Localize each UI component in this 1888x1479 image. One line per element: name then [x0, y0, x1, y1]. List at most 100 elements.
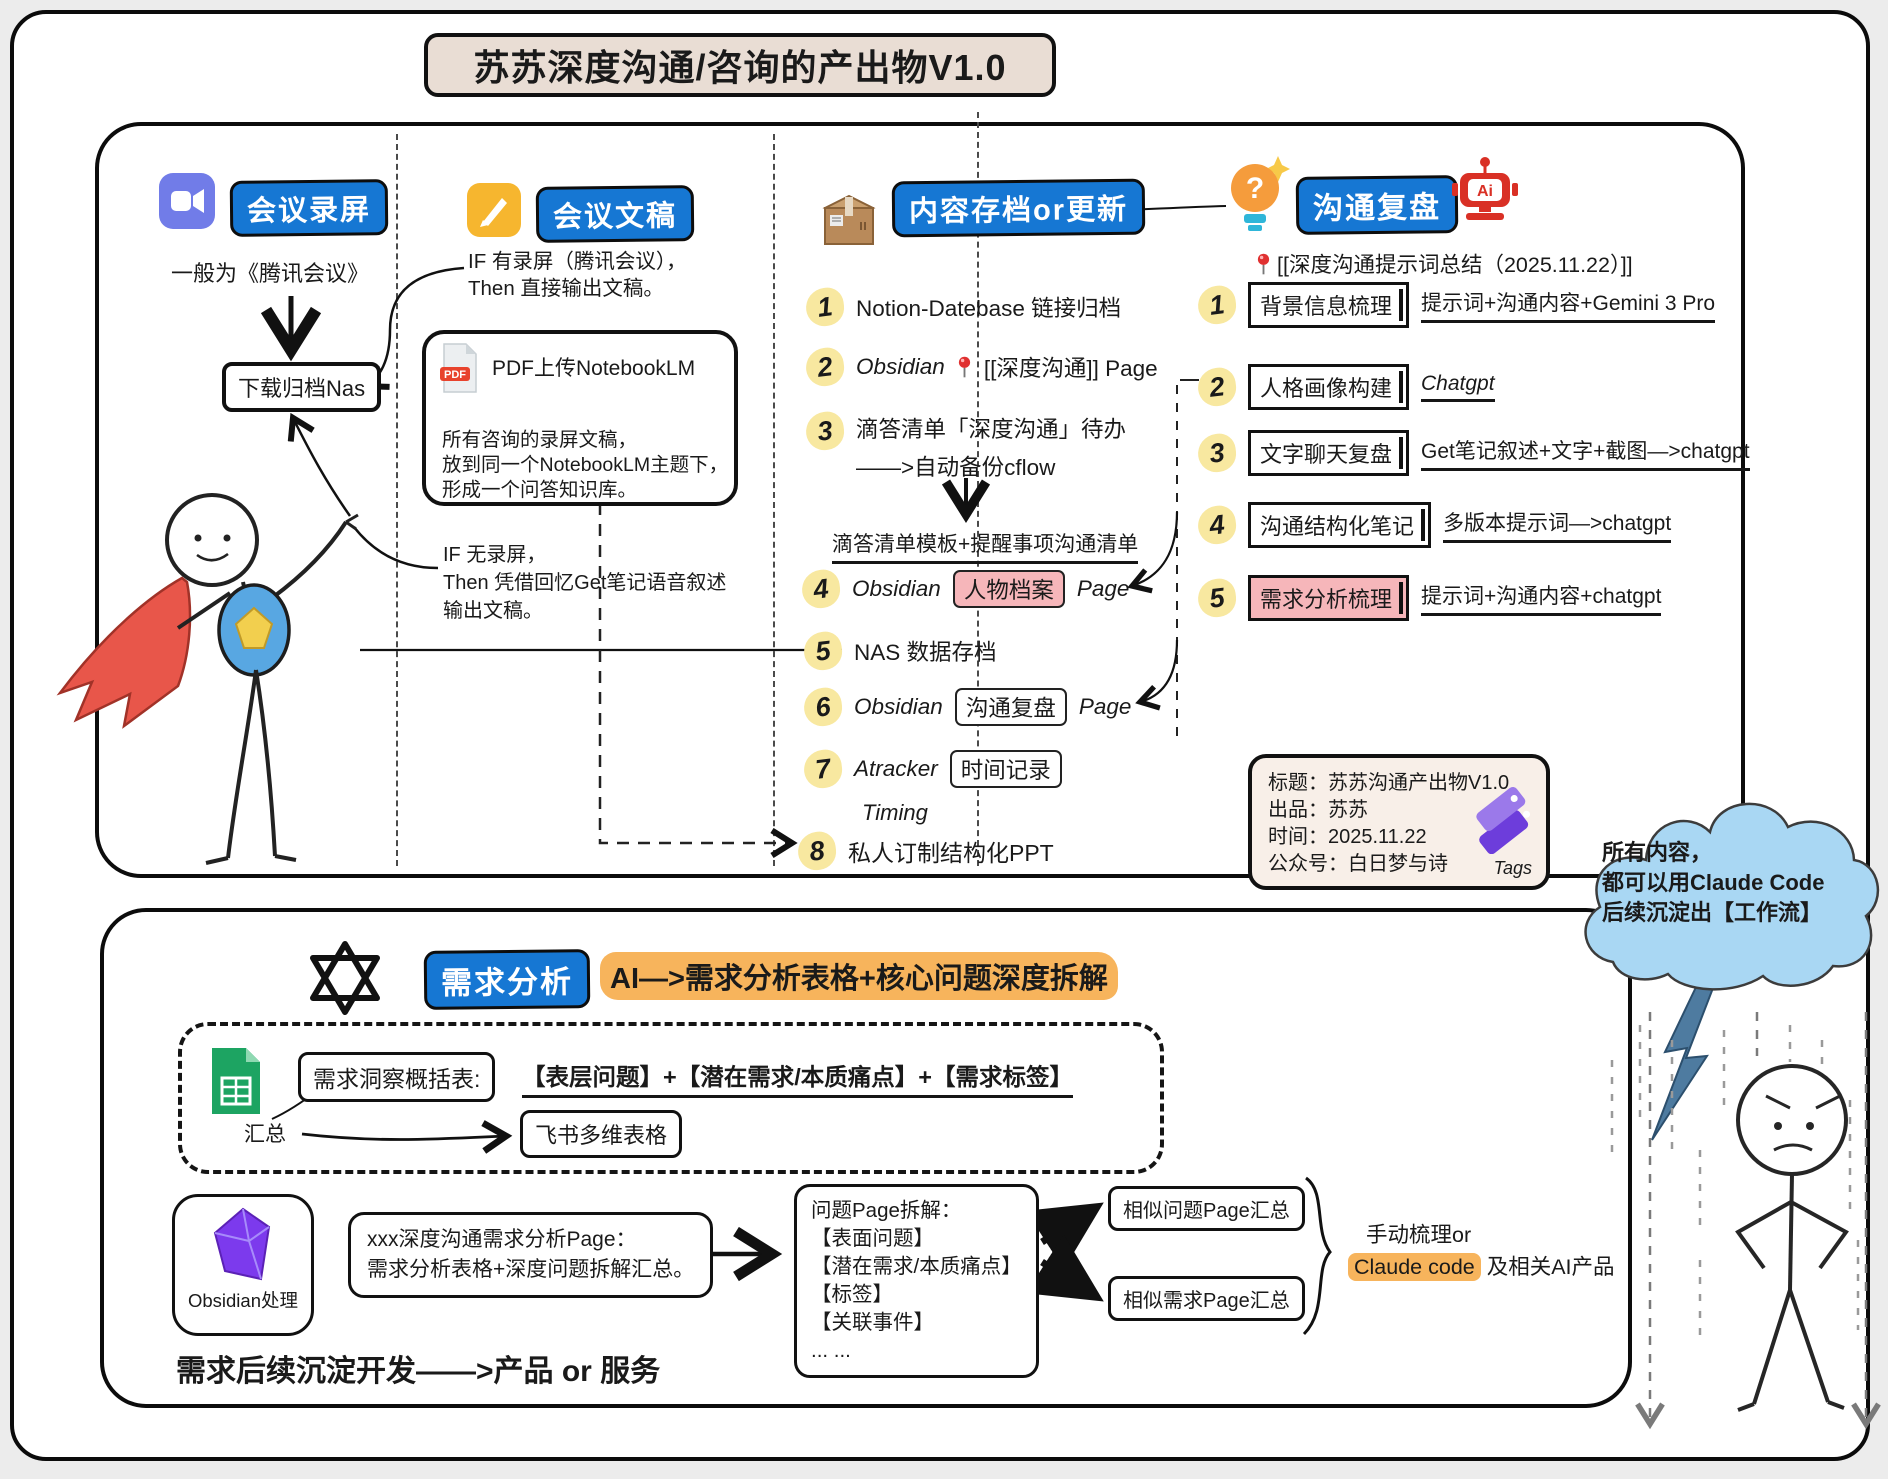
review-item-1: 1 背景信息梳理 提示词+沟通内容+Gemini 3 Pro [1195, 282, 1716, 328]
archive-item-4-pre: Obsidian [852, 576, 941, 601]
archive-item-6-post: Page [1078, 694, 1132, 719]
obsidian-block: Obsidian处理 [172, 1194, 314, 1336]
obsidian-label: Obsidian处理 [187, 1290, 298, 1311]
bottom-panel [100, 908, 1632, 1408]
num-2: 2 [803, 345, 847, 389]
archive-item-7-sub: Timing [862, 800, 928, 825]
archive-item-6-pre: Obsidian [854, 694, 943, 719]
download-nas-box: 下载归档Nas [222, 362, 382, 412]
badge-meeting-doc: 会议文稿 [535, 185, 695, 243]
tags-label: Tags [1493, 858, 1532, 878]
archive-item-7: 7 Atracker 时间记录 [801, 747, 1062, 791]
archive-item-4-tag: 人物档案 [952, 570, 1065, 608]
archive-box-icon [822, 194, 876, 245]
archive-item-4-post: Page [1076, 576, 1130, 601]
sad-figure [1735, 1064, 1849, 1412]
pdf-icon-label: PDF [444, 369, 466, 381]
review-item-5-tool: 提示词+沟通内容+chatgpt [1421, 580, 1662, 616]
manual-note-line1: 手动梳理or [1366, 1223, 1472, 1247]
archive-item-2: 2 Obsidian [[深度沟通]] Page [803, 345, 1158, 389]
num-1: 1 [1195, 283, 1239, 327]
pin-icon [958, 356, 970, 378]
num-3: 3 [1195, 431, 1239, 475]
meeting-doc-icon [467, 183, 521, 237]
archive-item-3-line1: 滴答清单「深度沟通」待办 [856, 417, 1127, 442]
card-date: 时间：2025.11.22 [1268, 826, 1427, 848]
summary-label: 汇总 [244, 1123, 286, 1146]
if-not-recorded-note: IF 无录屏， Then 凭借回忆Get笔记语音叙述 输出文稿。 [443, 544, 727, 622]
cloud-text: 所有内容， 都可以用Claude Code 后续沉淀出【工作流】 [1602, 840, 1825, 925]
archive-item-3-line2: ——>自动备份cflow [856, 455, 1056, 480]
review-item-3-tool: Get笔记叙述+文字+截图—>chatgpt [1421, 435, 1750, 471]
archive-item-1-text: Notion-Datebase 链接归档 [856, 296, 1122, 321]
review-item-3-label: 文字聊天复盘 [1248, 430, 1410, 476]
archive-item-5: 5 NAS 数据存档 [801, 629, 997, 673]
hero-figure [56, 493, 359, 865]
archive-item-5-text: NAS 数据存档 [854, 640, 997, 665]
card-account: 公众号：白日梦与诗 [1268, 853, 1448, 875]
claude-code-highlight: Claude code [1348, 1253, 1481, 1281]
archive-item-2-post: [[深度沟通]] Page [983, 356, 1158, 381]
review-bulb-icon: ? [1231, 156, 1290, 231]
checklist-note: 滴答清单模板+提醒事项沟通清单 [832, 528, 1139, 564]
feishu-table-box: 飞书多维表格 [520, 1110, 683, 1158]
review-item-5: 5 需求分析梳理 提示词+沟通内容+chatgpt [1195, 575, 1662, 621]
pdf-upload-title: PDF上传NotebookLM [492, 357, 696, 380]
archive-item-7-pre: Atracker [854, 756, 938, 781]
num-3: 3 [803, 409, 847, 453]
notebooklm-note: 所有咨询的录屏文稿， 放到同一个NotebookLM主题下， 形成一个问答知识库… [442, 429, 729, 501]
badge-archive: 内容存档or更新 [891, 178, 1146, 238]
hero-cape [56, 576, 192, 729]
pdf-icon: PDF [440, 343, 477, 393]
card-author: 出品：苏苏 [1268, 799, 1368, 821]
review-item-2-tool: Chatgpt [1421, 372, 1495, 402]
if-recorded-note: IF 有录屏（腾讯会议）， Then 直接输出文稿。 [468, 250, 687, 300]
archive-item-1: 1 Notion-Datebase 链接归档 [803, 285, 1122, 329]
column-separator-2 [773, 134, 775, 866]
similar-question-box: 相似问题Page汇总 [1108, 1186, 1305, 1231]
bottom-note: 需求后续沉淀开发——>产品 or 服务 [176, 1355, 661, 1388]
archive-item-3: 3 滴答清单「深度沟通」待办 ——>自动备份cflow [803, 409, 1127, 482]
num-4: 4 [1195, 503, 1239, 547]
review-item-4: 4 沟通结构化笔记 多版本提示词—>chatgpt [1195, 502, 1672, 548]
obsidian-icon [213, 1207, 271, 1281]
insight-dashed-box [178, 1022, 1164, 1174]
num-2: 2 [1195, 365, 1239, 409]
insight-table-box: 需求洞察概括表: [298, 1052, 496, 1102]
num-4: 4 [799, 567, 843, 611]
column-separator-1 [396, 134, 398, 866]
num-6: 6 [801, 685, 845, 729]
ai-robot-icon: Ai [1452, 157, 1518, 220]
archive-item-7-tag: 时间记录 [949, 750, 1062, 788]
pin-icon [1257, 253, 1270, 274]
meeting-record-icon [159, 173, 215, 229]
review-pin-note-row: [[深度沟通提示词总结（2025.11.22）]] [1256, 248, 1633, 279]
archive-item-6: 6 Obsidian 沟通复盘 Page [801, 685, 1132, 729]
num-7: 7 [801, 747, 845, 791]
insight-formula: 【表层问题】+【潜在需求/本质痛点】+【需求标签】 [522, 1058, 1073, 1098]
archive-item-8: 8 私人订制结构化PPT [795, 829, 1054, 873]
review-pin-note: [[深度沟通提示词总结（2025.11.22）]] [1277, 253, 1633, 277]
review-item-3: 3 文字聊天复盘 Get笔记叙述+文字+截图—>chatgpt [1195, 430, 1750, 476]
archive-item-6-tag: 沟通复盘 [954, 688, 1067, 726]
top-panel [95, 122, 1745, 878]
archive-item-2-pre: Obsidian [856, 354, 945, 379]
info-card: 标题：苏苏沟通产出物V1.0 出品：苏苏 时间：2025.11.22 公众号：白… [1248, 754, 1550, 890]
review-item-2-label: 人格画像构建 [1248, 364, 1410, 410]
analysis-page-box: xxx深度沟通需求分析Page： 需求分析表格+深度问题拆解汇总。 [348, 1212, 714, 1298]
openai-icon [310, 941, 380, 1015]
sheets-icon [212, 1048, 260, 1114]
svg-text:?: ? [1246, 172, 1264, 205]
num-5: 5 [1195, 576, 1239, 620]
badge-review: 沟通复盘 [1295, 175, 1459, 235]
review-item-5-label: 需求分析梳理 [1248, 575, 1410, 621]
analysis-highlight: AI—>需求分析表格+核心问题深度拆解 [600, 952, 1118, 1000]
archive-item-8-text: 私人订制结构化PPT [848, 840, 1054, 866]
review-item-1-tool: 提示词+沟通内容+Gemini 3 Pro [1421, 287, 1716, 323]
meeting-record-note: 一般为《腾讯会议》 [170, 261, 369, 286]
claude-cloud [1584, 802, 1880, 991]
page-title: 苏苏深度沟通/咨询的产出物V1.0 [424, 33, 1056, 97]
review-item-2: 2 人格画像构建 Chatgpt [1195, 364, 1495, 410]
breakdown-box: 问题Page拆解： 【表面问题】 【潜在需求/本质痛点】 【标签】 【关联事件】… [794, 1184, 1039, 1378]
